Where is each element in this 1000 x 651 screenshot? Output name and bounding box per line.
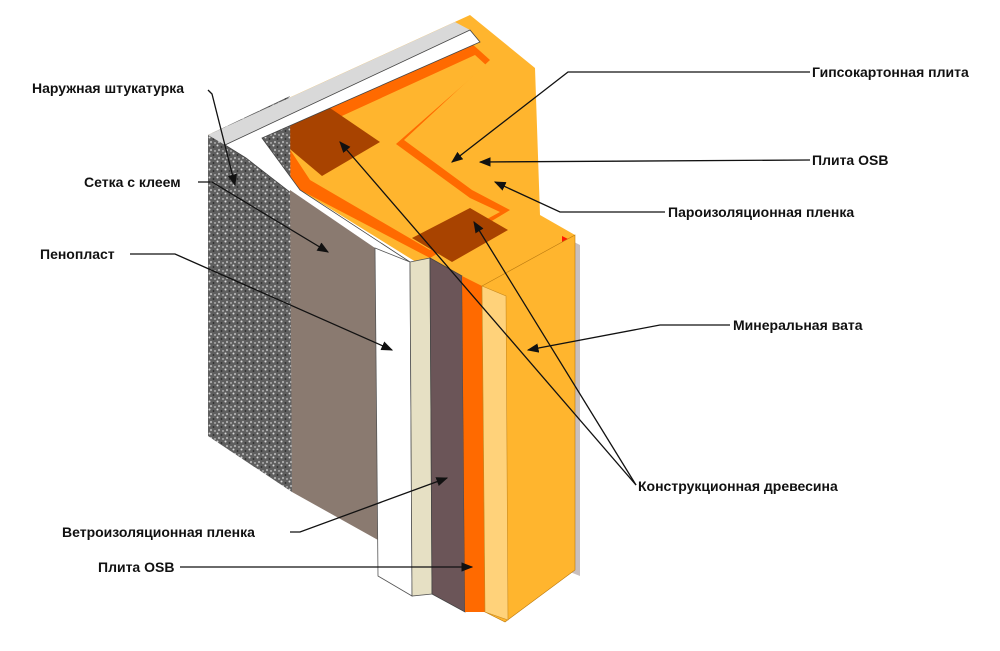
label-konstruktsionnaya-drevesina: Конструкционная древесина <box>638 478 838 494</box>
timber-vertical-edge <box>481 285 509 621</box>
osb-outer-layer <box>429 257 466 613</box>
leader-lines <box>130 71 811 572</box>
label-plita-osb-left: Плита OSB <box>98 559 175 575</box>
leader-naruzhnaya-shtukaturka <box>207 89 237 187</box>
leader-vetroizolyatsionnaya <box>290 477 449 533</box>
leader-penoplast <box>130 253 394 351</box>
label-plita-osb-right: Плита OSB <box>812 152 889 168</box>
label-vetroizolyatsionnaya-plenka: Ветроизоляционная пленка <box>62 524 255 540</box>
foam-layer <box>374 247 413 597</box>
wind-membrane-layer <box>409 257 433 597</box>
leader-gipsokartonnaya <box>451 71 810 163</box>
mesh-glue-layer <box>290 190 378 540</box>
leader-plita-osb-right <box>478 157 811 167</box>
leader-mineralnaya-vata <box>526 324 730 353</box>
mineral-wool-inner <box>285 55 500 250</box>
leader-drevesina-2 <box>473 221 637 486</box>
wall-layers <box>208 15 580 623</box>
leader-drevesina-1 <box>339 141 637 486</box>
label-gipsokartonnaya-plita: Гипсокартонная плита <box>812 64 969 80</box>
leader-paroizolyatsionnaya <box>493 181 665 213</box>
label-setka-s-kleem: Сетка с клеем <box>84 174 181 190</box>
label-mineralnaya-vata: Минеральная вата <box>733 317 863 333</box>
label-paroizolyatsionnaya-plenka: Пароизоляционная пленка <box>668 204 855 220</box>
timber-top-right <box>412 208 508 262</box>
leader-setka-s-kleem <box>198 181 330 253</box>
plaster-layer <box>208 96 292 492</box>
label-penoplast: Пенопласт <box>40 246 115 262</box>
plaster-top <box>208 22 470 145</box>
osb-orange-strip <box>462 276 485 612</box>
label-naruzhnaya-shtukaturka: Наружная штукатурка <box>32 80 185 96</box>
timber-top-left <box>272 108 380 176</box>
